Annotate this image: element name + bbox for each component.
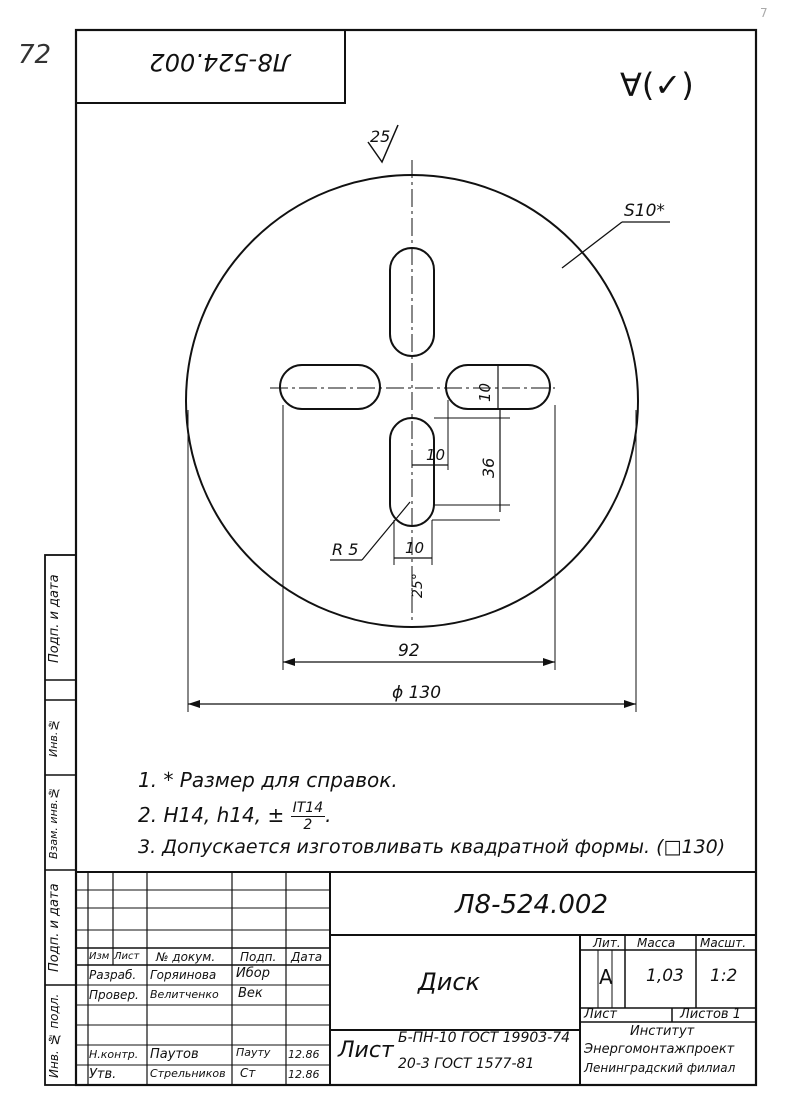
tb-sheets-label: Листов 1 <box>680 1007 741 1022</box>
tb-org-line2: Энергомонтажпроект <box>584 1042 735 1057</box>
tb-mass-value: 1,03 <box>646 966 684 986</box>
tb-role-norm: Н.контр. <box>89 1048 139 1061</box>
tb-date-approved: 12.86 <box>288 1068 320 1081</box>
dim-10-bottom: 10 <box>405 539 424 557</box>
dim-10-right: 10 <box>476 383 494 402</box>
tb-col-izm: Изм <box>89 951 110 962</box>
top-right-mark: 7 <box>760 6 768 20</box>
tb-col-sign: Подп. <box>240 950 277 964</box>
tb-sheet-label: Лист <box>584 1007 617 1022</box>
roughness-symbol: ∀(✓) <box>620 66 694 104</box>
material-label: S10* <box>624 201 665 221</box>
title-block-grid <box>76 871 756 1085</box>
tb-scale-value: 1:2 <box>710 966 738 986</box>
corner-number: 72 <box>18 40 52 70</box>
slot-top <box>389 247 435 357</box>
dim-r5-leader <box>361 501 411 561</box>
dim-r5: R 5 <box>332 540 358 559</box>
tb-name-approved: Стрельников <box>150 1067 226 1080</box>
dim-36: 36 <box>479 458 498 478</box>
dim-130: ϕ 130 <box>392 683 441 703</box>
tb-col-date: Дата <box>291 950 323 964</box>
tb-part-name: Диск <box>418 968 481 996</box>
side-sign-date-2: Подп. и дата <box>47 883 62 973</box>
tb-sign-checked: Век <box>238 986 263 1001</box>
tb-material-line2: 20-3 ГОСТ 1577-81 <box>398 1056 535 1072</box>
tb-role-checked: Провер. <box>89 988 139 1002</box>
side-sign-date-1: Подп. и дата <box>47 574 62 664</box>
note-1: 1. * Размер для справок. <box>138 768 398 792</box>
slot-left <box>279 364 381 410</box>
dim-25-bottom: 25° <box>410 573 426 598</box>
header-code-box <box>75 30 346 104</box>
dim-10-inner: 10 <box>426 446 445 464</box>
tb-org-line1: Институт <box>630 1024 695 1039</box>
dim-92: 92 <box>398 641 420 661</box>
tb-date-norm: 12.86 <box>288 1048 320 1061</box>
tb-org-line3: Ленинградский филиал <box>584 1061 736 1075</box>
side-inv-no-1: Инв.№ <box>47 718 60 758</box>
tb-lit-value: А <box>599 965 613 989</box>
side-substitute-inv: Взам. инв.№ <box>47 786 60 860</box>
tb-lit-label: Лит. <box>593 936 621 950</box>
note-2-num: IT14 <box>290 800 326 817</box>
note-3: 3. Допускается изготовливать квадратной … <box>138 836 726 858</box>
tb-scale-label: Масшт. <box>700 936 747 950</box>
tb-col-list: Лист <box>114 951 140 962</box>
header-code: Л8-524.002 <box>149 48 291 76</box>
tb-sign-approved: Ст <box>240 1066 256 1080</box>
tb-sign-developed: Ибор <box>236 966 270 981</box>
tb-name-checked: Велитченко <box>150 988 219 1001</box>
material-leader <box>561 221 623 269</box>
tb-role-developed: Разраб. <box>89 968 137 982</box>
tb-role-approved: Утв. <box>89 1067 117 1082</box>
dim-top-25: 25 <box>370 127 390 146</box>
dim-top-25-leader <box>367 124 399 164</box>
tb-name-norm: Паутов <box>150 1047 199 1062</box>
note-2-den: 2 <box>303 817 313 833</box>
note-2-fraction: IT14 2 <box>290 800 326 833</box>
side-strip <box>44 554 77 1086</box>
tb-col-doc-no: № докум. <box>156 950 216 964</box>
note-2-prefix: 2. H14, h14, ± <box>138 803 285 827</box>
tb-name-developed: Горяинова <box>150 968 217 982</box>
tb-doc-code: Л8-524.002 <box>455 890 608 920</box>
tb-material-line1: Б-ПН-10 ГОСТ 19903-74 <box>398 1030 571 1046</box>
tb-material-word: Лист <box>338 1038 394 1063</box>
tb-sign-norm: Пауту <box>236 1046 271 1059</box>
tb-mass-label: Масса <box>637 936 676 950</box>
slot-bottom <box>389 417 435 527</box>
note-2: 2. H14, h14, ± IT14 2 . <box>138 800 332 833</box>
side-inv-no-orig: Инв. № подл. <box>47 993 61 1078</box>
